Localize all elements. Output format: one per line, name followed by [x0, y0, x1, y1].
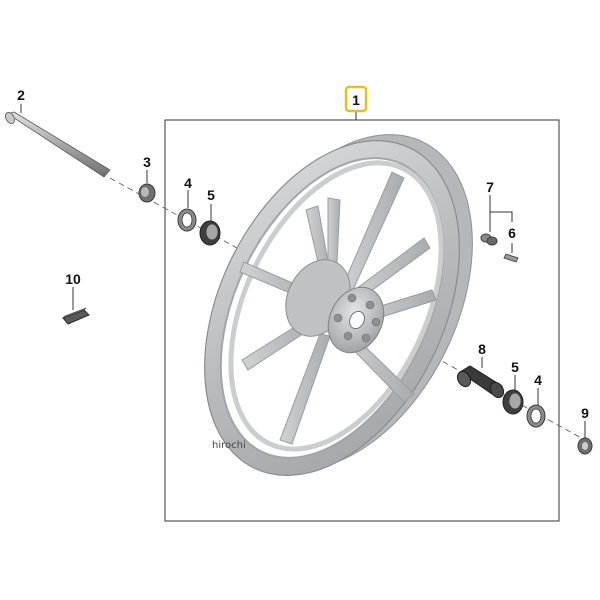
seal-ring-right: [526, 404, 546, 428]
assembly-frame: [164, 119, 560, 522]
balance-weight-part: [62, 307, 90, 325]
valve-part: [503, 253, 519, 263]
bearing-left: [199, 220, 221, 246]
wheel-assembly: [204, 134, 473, 476]
axle-part: [5, 111, 111, 178]
spoke: [279, 333, 331, 445]
bearing-right: [502, 389, 524, 415]
part-label-7[interactable]: 7: [486, 179, 494, 195]
part-label-4-left[interactable]: 4: [184, 175, 192, 191]
spacer-nut-part: [138, 183, 156, 203]
part-1-highlight: [344, 85, 368, 113]
part-label-10[interactable]: 10: [65, 271, 81, 287]
spacer-sleeve-part: [456, 365, 505, 399]
part-label-5-right[interactable]: 5: [511, 359, 519, 375]
valve-bolt-part: [480, 233, 498, 246]
watermark-text: hirochi: [212, 440, 246, 451]
part-label-1[interactable]: 1: [352, 92, 360, 108]
part-label-5-left[interactable]: 5: [207, 187, 215, 203]
part-label-6[interactable]: 6: [508, 225, 516, 241]
hub-bolt-holes: [333, 293, 381, 343]
part-label-2[interactable]: 2: [17, 87, 25, 103]
part-label-4-right[interactable]: 4: [534, 372, 542, 388]
part-label-8[interactable]: 8: [478, 341, 486, 357]
axle-nut-part: [577, 437, 593, 455]
leader-lines: [20, 104, 586, 438]
part-label-3[interactable]: 3: [143, 154, 151, 170]
seal-ring-left: [177, 208, 197, 232]
hub-bore: [349, 310, 365, 330]
part-label-9[interactable]: 9: [581, 405, 589, 421]
